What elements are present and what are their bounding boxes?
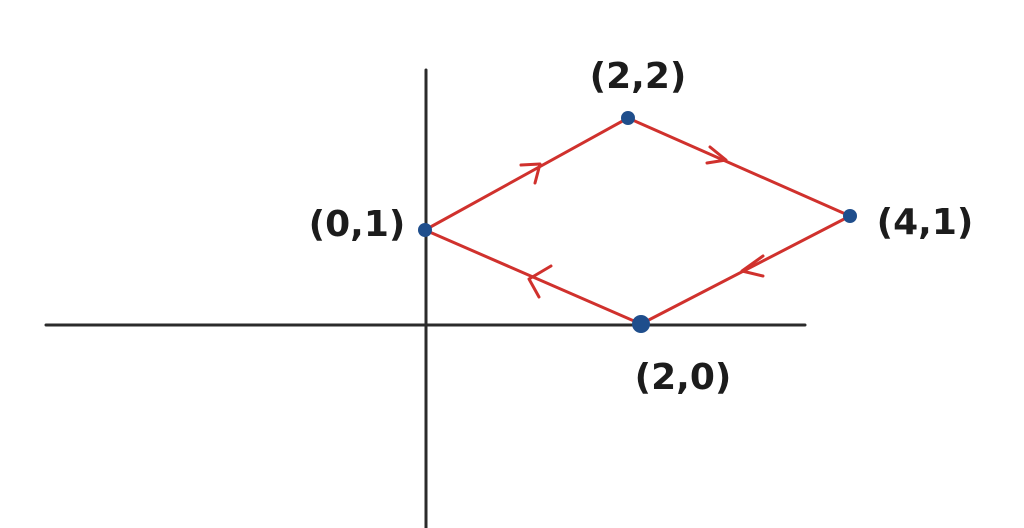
point-2-2 xyxy=(621,111,635,125)
point-4-1 xyxy=(843,209,857,223)
point-2-0 xyxy=(632,315,650,333)
label-point-0-1: (0,1) xyxy=(309,204,406,245)
edge-2-2-to-4-1 xyxy=(626,116,852,218)
label-point-2-2: (2,2) xyxy=(590,56,687,97)
arrowhead-up-left xyxy=(527,264,553,299)
point-0-1 xyxy=(418,223,432,237)
label-point-4-1: (4,1) xyxy=(877,202,974,243)
label-point-2-0: (2,0) xyxy=(635,357,732,398)
edge-0-1-to-2-2 xyxy=(423,116,630,232)
arrowhead-up-right xyxy=(519,162,542,185)
arrowhead-down-left xyxy=(740,254,765,278)
arrowhead-down-right xyxy=(705,145,728,165)
